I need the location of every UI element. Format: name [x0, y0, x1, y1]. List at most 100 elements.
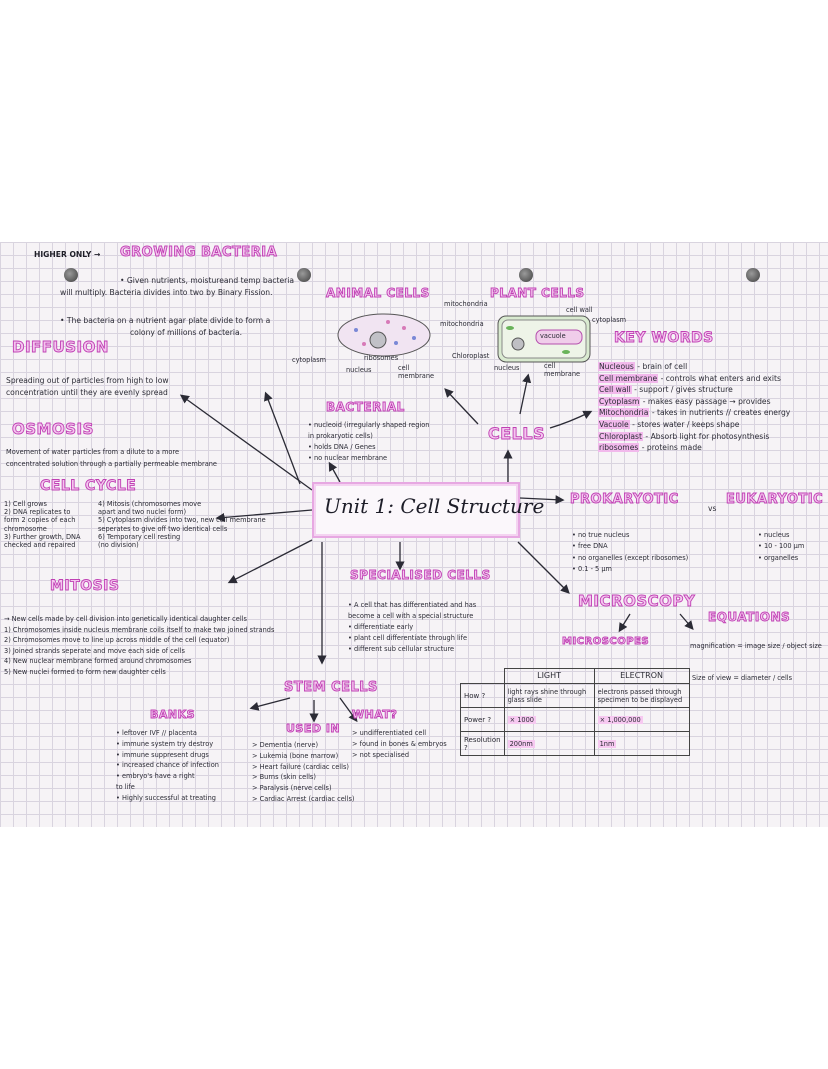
- plant-label-mitochondria: mitochondria: [444, 300, 488, 308]
- used-in-points: > Dementia (nerve) > Lukemia (bone marro…: [252, 741, 355, 803]
- microscope-comparison-table: LIGHT ELECTRON How ? light rays shine th…: [460, 668, 690, 756]
- arrow-to-mitosis: [227, 539, 313, 584]
- plant-label-cell-wall: cell wall: [566, 306, 593, 314]
- arrow-cells-to-animal: [444, 388, 479, 425]
- arrow-to-diffusion: [179, 394, 313, 491]
- table-header-row: LIGHT ELECTRON: [460, 668, 690, 684]
- arrow-to-growing-bacteria: [264, 391, 301, 485]
- prokaryotic-heading: PROKARYOTIC: [570, 492, 679, 508]
- mitosis-steps: → New cells made by cell division into g…: [4, 615, 275, 676]
- table-cell-value: 200nm: [507, 739, 535, 748]
- arrow-micro-left: [618, 613, 631, 633]
- plant-cells-heading: PLANT CELLS: [490, 286, 585, 301]
- page-title: Unit 1: Cell Structure: [324, 494, 545, 518]
- cell-cycle-steps-1-3: 1) Cell grows 2) DNA replicates to form …: [4, 500, 81, 550]
- microscopy-heading: MICROSCOPY: [578, 592, 696, 611]
- arrow-cells-to-keywords: [549, 410, 593, 429]
- key-word-item: ribosomes - proteins made: [598, 443, 790, 455]
- plant-label-chloroplast: Chloroplast: [452, 352, 490, 360]
- key-word-term: Mitochondria: [598, 408, 650, 418]
- size-of-view-equation: Size of view = diameter / cells: [692, 674, 793, 682]
- mind-map-arrows: [179, 373, 694, 723]
- eukaryotic-heading: EUKARYOTIC: [726, 492, 824, 508]
- key-word-item: Mitochondria - takes in nutrients // cre…: [598, 408, 790, 420]
- key-word-item: Vacuole - stores water / keeps shape: [598, 419, 790, 432]
- bacterial-heading: BACTERIAL: [326, 400, 405, 415]
- key-words-list: Nucleous - brain of cell Cell membrane -…: [598, 362, 790, 455]
- arrow-stem-to-what: [339, 697, 358, 723]
- osmosis-heading: OSMOSIS: [12, 420, 94, 439]
- arrow-to-prokaryotic: [519, 495, 565, 505]
- magnification-equation: magnification = image size / object size: [690, 642, 822, 650]
- table-header-cell: LIGHT: [503, 668, 595, 684]
- punch-hole: [519, 268, 533, 282]
- key-word-definition: - controls what enters and exits: [660, 373, 781, 383]
- table-row-label: How ?: [460, 683, 505, 708]
- key-word-definition: - proteins made: [641, 443, 702, 453]
- arrow-to-microscopy: [517, 541, 570, 594]
- growing-line-3: • The bacteria on a nutrient agar plate …: [60, 316, 271, 325]
- versus-label: vs: [708, 504, 717, 513]
- arrow-to-bacterial: [328, 461, 341, 483]
- punch-hole: [746, 268, 760, 282]
- table-cell: × 1,000,000: [593, 707, 690, 732]
- equations-heading: EQUATIONS: [708, 610, 791, 625]
- prokaryotic-points: • no true nucleus • free DNA • no organe…: [572, 531, 689, 574]
- table-cell: 1nm: [593, 731, 690, 756]
- specialised-cells-points: • A cell that has differentiated and has…: [348, 601, 477, 653]
- microscopes-heading: MICROSCOPES: [562, 636, 650, 648]
- mitosis-heading: MITOSIS: [50, 578, 120, 595]
- table-header-cell: ELECTRON: [593, 668, 690, 684]
- plant-cell-diagram: [497, 315, 591, 363]
- table-cell: × 1000: [503, 707, 595, 732]
- table-row: Power ? × 1000 × 1,000,000: [460, 707, 690, 732]
- animal-cell-diagram: [337, 313, 431, 357]
- table-row: Resolution ? 200nm 1nm: [460, 731, 690, 756]
- bacterial-points: • nucleoid (irregularly shaped region in…: [308, 421, 430, 462]
- page-title-box: Unit 1: Cell Structure: [312, 482, 544, 538]
- table-row-label: Resolution ?: [460, 731, 505, 756]
- plant-label-cytoplasm: cytoplasm: [592, 316, 627, 324]
- animal-label-cell-membrane: cell membrane: [398, 364, 435, 381]
- key-word-term: Cytoplasm: [598, 396, 641, 406]
- animal-label-nucleus: nucleus: [346, 366, 372, 374]
- key-word-definition: - support / gives structure: [634, 385, 733, 395]
- key-word-term: Cell membrane: [598, 373, 659, 383]
- table-cell: 200nm: [503, 731, 595, 756]
- banks-points: • leftover IVF // placenta • immune syst…: [116, 729, 219, 802]
- stem-cells-heading: STEM CELLS: [284, 680, 378, 696]
- plant-label-cell-membrane: cell membrane: [544, 362, 581, 379]
- diffusion-line-1: Spreading out of particles from high to …: [6, 376, 169, 385]
- diffusion-line-2: concentration until they are evenly spre…: [6, 388, 168, 397]
- table-cell: electrons passed through specimen to be …: [593, 683, 690, 708]
- diffusion-heading: DIFFUSION: [12, 338, 109, 357]
- cells-heading: CELLS: [488, 424, 546, 444]
- arrow-stem-to-banks: [249, 697, 291, 711]
- arrow-micro-right: [679, 613, 694, 630]
- specialised-cells-heading: SPECIALISED CELLS: [350, 568, 491, 583]
- table-header-cell: [460, 668, 505, 684]
- osmosis-line-1: Movement of water particles from a dilut…: [6, 448, 180, 456]
- growing-line-4: colony of millions of bacteria.: [130, 328, 243, 337]
- what-points: > undifferentiated cell > found in bones…: [352, 729, 447, 759]
- animal-label-mitochondria: mitochondria: [440, 320, 484, 328]
- table-cell: light rays shine through glass slide: [503, 683, 595, 708]
- higher-only-label: HIGHER ONLY →: [34, 250, 101, 259]
- animal-label-ribosomes: ribosomes: [364, 354, 399, 362]
- table-cell-value: 1nm: [597, 739, 617, 748]
- banks-heading: BANKS: [150, 708, 196, 722]
- punch-hole: [297, 268, 311, 282]
- osmosis-line-2: concentrated solution through a partiall…: [6, 460, 217, 468]
- key-word-definition: - takes in nutrients // creates energy: [651, 408, 791, 418]
- key-word-item: Chloroplast - Absorb light for photosynt…: [598, 431, 790, 444]
- table-cell-value: × 1000: [507, 715, 536, 724]
- animal-cells-heading: ANIMAL CELLS: [326, 286, 430, 301]
- key-word-definition: - makes easy passage → provides: [642, 396, 771, 406]
- key-word-item: Cell membrane - controls what enters and…: [598, 373, 790, 386]
- key-word-term: Nucleous: [598, 362, 635, 371]
- animal-label-cytoplasm: cytoplasm: [292, 356, 327, 364]
- key-word-definition: - brain of cell: [637, 362, 688, 371]
- growing-bacteria-heading: GROWING BACTERIA: [120, 245, 278, 261]
- key-word-term: ribosomes: [598, 443, 640, 453]
- key-word-definition: - stores water / keeps shape: [632, 419, 740, 429]
